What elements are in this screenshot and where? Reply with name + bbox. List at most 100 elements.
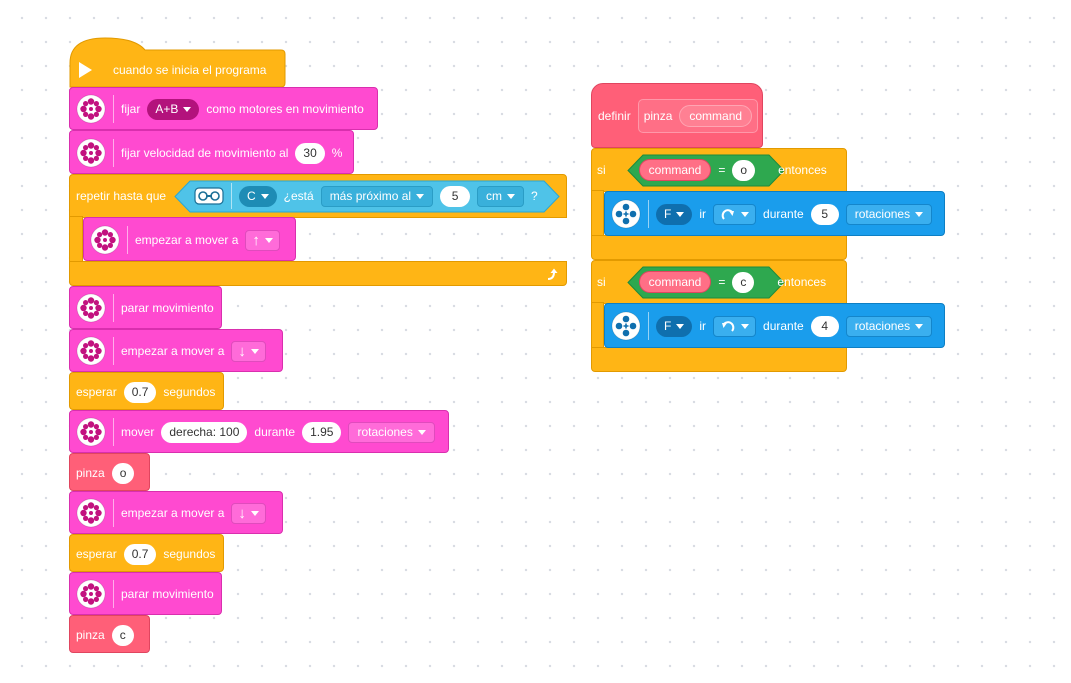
wait-block[interactable]: esperar 0.7 segundos: [69, 372, 224, 410]
set-label: fijar: [121, 102, 141, 116]
set-movement-motors-block[interactable]: fijar A+B como motores en movimiento: [69, 87, 378, 130]
unit-dropdown[interactable]: rotaciones: [845, 203, 933, 225]
divider: [127, 226, 128, 254]
direction-dropdown[interactable]: ↓: [231, 502, 266, 524]
movement-wheel-icon: [76, 138, 106, 168]
direction-dropdown[interactable]: [713, 203, 757, 225]
movement-wheel-icon: [76, 579, 106, 609]
unit-value: rotaciones: [357, 425, 413, 439]
define-label: definir: [598, 109, 631, 123]
motors-dropdown[interactable]: A+B: [147, 98, 200, 120]
equals-label: =: [718, 163, 726, 177]
movement-wheel-icon: [76, 293, 106, 323]
port-value: C: [247, 189, 256, 203]
during-label: durante: [254, 425, 296, 439]
if-arm: [591, 302, 604, 350]
wait-label: esperar: [76, 385, 117, 399]
movement-wheel-icon: [76, 417, 106, 447]
repeat-arm: [69, 216, 83, 264]
loop-arrow-icon: [547, 268, 558, 280]
wait-seconds-input[interactable]: 0.7: [123, 381, 157, 403]
motor-icon: [611, 311, 641, 341]
arrow-up-icon: ↑: [252, 231, 260, 249]
repeat-footer: [69, 261, 567, 286]
then-label: entonces: [777, 275, 827, 289]
compare-value-input[interactable]: o: [732, 159, 756, 181]
distance-sensor-condition[interactable]: C ¿está más próximo al 5 cm ?: [194, 182, 538, 210]
wait-label: esperar: [76, 547, 117, 561]
direction-dropdown[interactable]: ↑: [245, 229, 280, 251]
divider: [113, 294, 114, 322]
set-movement-speed-block[interactable]: fijar velocidad de movimiento al 30 %: [69, 130, 354, 174]
if-arm: [591, 190, 604, 238]
chevron-down-icon: [416, 193, 425, 199]
direction-dropdown[interactable]: ↓: [231, 340, 266, 362]
port-dropdown[interactable]: C: [239, 185, 277, 207]
pinza-param-input[interactable]: o: [111, 462, 135, 484]
chevron-down-icon: [507, 193, 516, 199]
if-label: si: [597, 163, 606, 177]
movement-wheel-icon: [76, 94, 106, 124]
set-speed-label: fijar velocidad de movimiento al: [121, 146, 289, 160]
if-footer: [591, 235, 847, 260]
pinza-param-input[interactable]: c: [111, 624, 134, 646]
movement-wheel-icon: [76, 498, 106, 528]
define-block[interactable]: definir pinza command: [591, 83, 763, 148]
hat-block-shape[interactable]: [69, 37, 287, 88]
define-prototype: pinza command: [637, 99, 759, 133]
procedure-name-label: pinza: [643, 109, 673, 123]
speed-input[interactable]: 30: [295, 142, 325, 164]
pinza-call-block[interactable]: pinza c: [69, 615, 150, 653]
wait-block[interactable]: esperar 0.7 segundos: [69, 534, 224, 572]
stop-moving-block[interactable]: parar movimiento: [69, 286, 222, 329]
start-program-label: cuando se inicia el programa: [113, 63, 267, 77]
unit-dropdown[interactable]: cm: [477, 185, 525, 207]
counterclockwise-icon: [722, 321, 735, 332]
move-for-block[interactable]: mover derecha: 100 durante 1.95 rotacion…: [69, 410, 449, 453]
motor-run-for-block[interactable]: F ir durante 5 rotaciones: [604, 191, 945, 236]
command-param[interactable]: command: [638, 159, 712, 181]
movement-wheel-icon: [76, 336, 106, 366]
comparison-value: más próximo al: [329, 189, 412, 203]
distance-input[interactable]: 5: [440, 185, 471, 207]
movement-wheel-icon: [90, 225, 120, 255]
question-mark-label: ?: [531, 189, 538, 203]
divider: [113, 139, 114, 167]
unit-value: cm: [486, 189, 503, 203]
motor-port-dropdown[interactable]: F: [656, 203, 693, 225]
pinza-label: pinza: [76, 628, 105, 642]
comparison-dropdown[interactable]: más próximo al: [320, 185, 434, 207]
rotations-input[interactable]: 1.95: [302, 421, 342, 443]
go-label: ir: [699, 207, 707, 221]
command-param[interactable]: command: [638, 271, 712, 293]
move-label: mover: [121, 425, 155, 439]
chevron-down-icon: [676, 323, 685, 329]
compare-value-input[interactable]: c: [732, 271, 755, 293]
direction-dropdown[interactable]: [713, 315, 757, 337]
stop-moving-block[interactable]: parar movimiento: [69, 572, 222, 615]
rotations-input[interactable]: 4: [810, 315, 839, 337]
start-moving-block[interactable]: empezar a mover a ↑: [83, 217, 296, 261]
during-label: durante: [763, 319, 804, 333]
divider: [113, 95, 114, 123]
seconds-label: segundos: [163, 385, 216, 399]
wait-seconds-input[interactable]: 0.7: [123, 543, 157, 565]
start-program-block[interactable]: cuando se inicia el programa: [79, 56, 266, 84]
motor-run-for-block[interactable]: F ir durante 4 rotaciones: [604, 303, 945, 348]
motor-port-dropdown[interactable]: F: [656, 315, 693, 337]
is-label: ¿está: [283, 189, 314, 203]
start-moving-block[interactable]: empezar a mover a ↓: [69, 491, 283, 534]
start-moving-block[interactable]: empezar a mover a ↓: [69, 329, 283, 372]
unit-dropdown[interactable]: rotaciones: [348, 421, 435, 443]
divider: [113, 418, 114, 446]
steering-input[interactable]: derecha: 100: [161, 421, 248, 443]
clockwise-icon: [721, 209, 735, 220]
pinza-call-block[interactable]: pinza o: [69, 453, 150, 491]
rotations-input[interactable]: 5: [810, 203, 839, 225]
divider: [648, 200, 649, 228]
chevron-down-icon: [741, 323, 750, 329]
then-label: entonces: [778, 163, 827, 177]
unit-dropdown[interactable]: rotaciones: [845, 315, 933, 337]
command-param[interactable]: command: [679, 105, 753, 127]
divider: [648, 312, 649, 340]
